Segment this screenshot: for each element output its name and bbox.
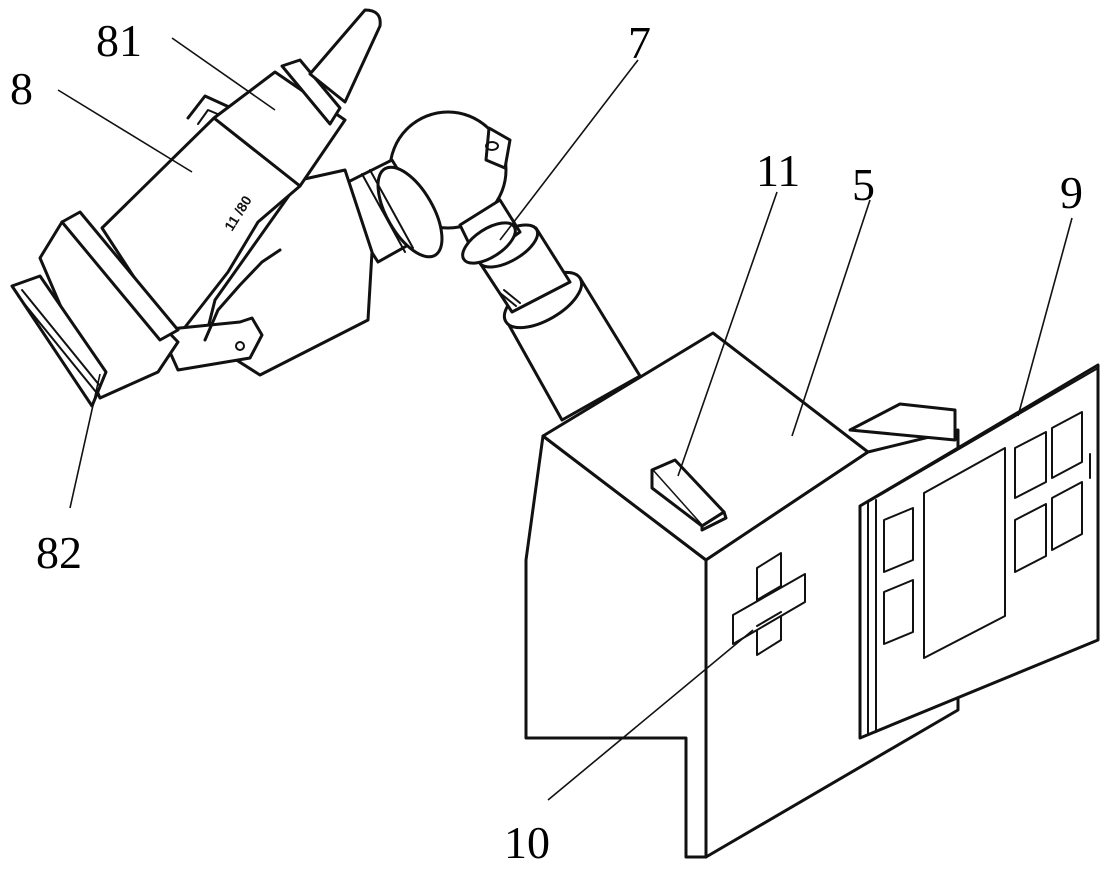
label-8: 8 xyxy=(10,63,33,114)
label-5: 5 xyxy=(852,159,875,210)
label-9: 9 xyxy=(1060,167,1083,218)
label-11: 11 xyxy=(756,145,800,196)
label-10: 10 xyxy=(504,817,550,868)
label-82: 82 xyxy=(36,527,82,578)
label-7: 7 xyxy=(628,17,651,68)
label-81: 81 xyxy=(96,15,142,66)
